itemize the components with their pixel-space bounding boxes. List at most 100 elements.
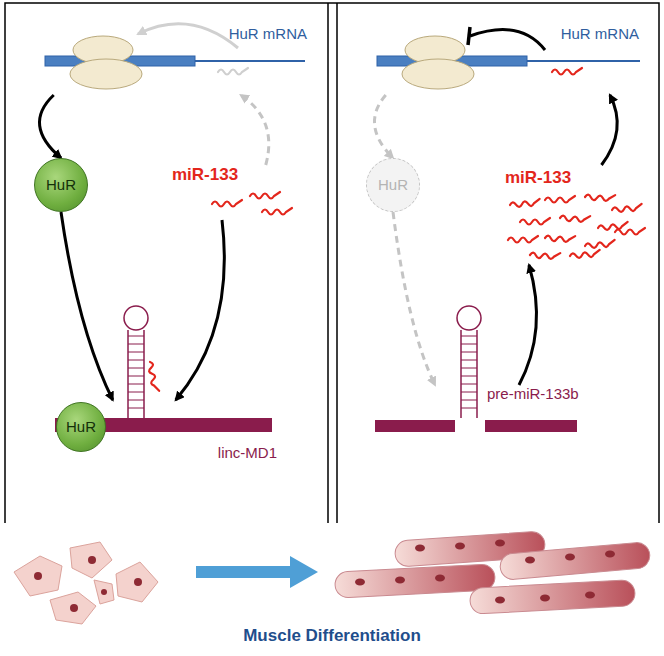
- hur-protein-faded: HuR: [366, 158, 420, 212]
- base-pair: [461, 384, 477, 385]
- base-pair: [128, 408, 144, 409]
- base-pair: [461, 368, 477, 369]
- base-pair: [128, 360, 144, 361]
- nucleus: [435, 575, 445, 582]
- illustration-part: [499, 542, 651, 581]
- translation-arc: [138, 24, 238, 48]
- illustration-part: [143, 330, 145, 418]
- mirna-squiggle: [612, 204, 642, 213]
- mirna-squiggle: [585, 193, 615, 202]
- illustration-part: [14, 556, 62, 596]
- node-label: linc-MD1: [218, 444, 277, 462]
- mirna-squiggle: [250, 192, 280, 199]
- illustration-part: [101, 589, 107, 595]
- base-pair: [461, 344, 477, 345]
- nucleus: [395, 577, 405, 584]
- node-label: HuR: [66, 418, 96, 436]
- differentiation-arrow: [196, 556, 318, 588]
- connector-arrow: [40, 95, 61, 158]
- base-pair: [128, 368, 144, 369]
- base-pair: [128, 384, 144, 385]
- pre-mirna: pre-miR-133b: [372, 385, 582, 435]
- panel-divider: [328, 3, 337, 523]
- connector-arrow: [61, 212, 113, 400]
- mirna-squiggle: [585, 240, 615, 249]
- base-pair: [461, 376, 477, 377]
- illustration-part: [469, 580, 635, 615]
- nucleus: [585, 592, 595, 599]
- hur-protein: HuR: [56, 402, 106, 452]
- connector-arrow: [241, 95, 269, 165]
- base-pair: [128, 352, 144, 353]
- illustration-part: [50, 592, 96, 624]
- nucleus: [415, 545, 425, 552]
- lncrna: linc-MD1 HuR: [52, 400, 277, 462]
- connector-arrow: [519, 265, 537, 385]
- mirna-squiggle: [598, 222, 628, 231]
- node-label: HuR: [378, 176, 408, 194]
- myoblasts: [14, 542, 158, 624]
- host-bar: [485, 420, 577, 432]
- panel-frame: [5, 3, 659, 523]
- nucleus: [355, 579, 365, 586]
- connector-arrow: [374, 95, 393, 158]
- base-pair: [128, 336, 144, 337]
- mirna-squiggle: [560, 214, 590, 223]
- mirna-squiggle: [570, 250, 600, 259]
- mirna-squiggle: [530, 251, 560, 260]
- base-pair: [128, 392, 144, 393]
- base-pair: [128, 400, 144, 401]
- inhibition-bar: [468, 27, 470, 45]
- illustration-part: [457, 306, 481, 330]
- mirna-squiggle: [148, 361, 160, 392]
- mirna-squiggle: [508, 236, 538, 243]
- ribosome-large: [402, 59, 474, 89]
- illustration-part: [460, 330, 462, 418]
- illustration-part: [124, 306, 148, 330]
- nucleus: [540, 595, 550, 602]
- mirna-squiggle: [552, 68, 582, 75]
- mirna-squiggle: [545, 234, 575, 243]
- mirna-squiggle: [520, 218, 550, 225]
- mirna-squiggle: [262, 208, 292, 215]
- illustration-part: [34, 572, 42, 580]
- node-label: HuR mRNA: [229, 25, 307, 43]
- illustration-part: [134, 578, 142, 586]
- illustration-part: [70, 542, 112, 578]
- base-pair: [461, 336, 477, 337]
- illustration-part: [70, 604, 78, 612]
- mirna-squiggle: [212, 200, 242, 207]
- base-pair: [461, 400, 477, 401]
- hur-protein: HuR: [34, 158, 88, 212]
- hairpin: [457, 306, 481, 418]
- base-pair: [461, 392, 477, 393]
- base-pair: [128, 376, 144, 377]
- mirna-squiggle: [615, 228, 645, 235]
- myotubes: [334, 531, 650, 614]
- myoblast-nuclei: [34, 556, 142, 612]
- mirna-group: miR-133: [172, 165, 297, 220]
- nucleus: [495, 597, 505, 604]
- illustration-part: [94, 580, 114, 604]
- illustration-part: [116, 562, 158, 602]
- nucleus: [605, 551, 615, 558]
- base-pair: [461, 352, 477, 353]
- mirna-squiggle: [218, 68, 248, 75]
- illustration-part: [476, 330, 478, 418]
- mrna-utr: [195, 60, 305, 62]
- base-pair: [461, 360, 477, 361]
- mirna-group: miR-133: [500, 165, 645, 265]
- base-pair: [461, 408, 477, 409]
- illustration-part: [334, 564, 495, 598]
- host-bar: [375, 420, 455, 432]
- mrna-strand: HuR mRNA: [372, 25, 647, 95]
- nucleus: [525, 557, 535, 564]
- node-label: miR-133: [505, 168, 571, 188]
- illustration-part: [127, 330, 129, 418]
- base-pair: [128, 344, 144, 345]
- connector-arrow: [393, 212, 435, 385]
- myotube-nuclei: [355, 540, 615, 604]
- nucleus: [495, 540, 505, 547]
- node-label: HuR: [46, 176, 76, 194]
